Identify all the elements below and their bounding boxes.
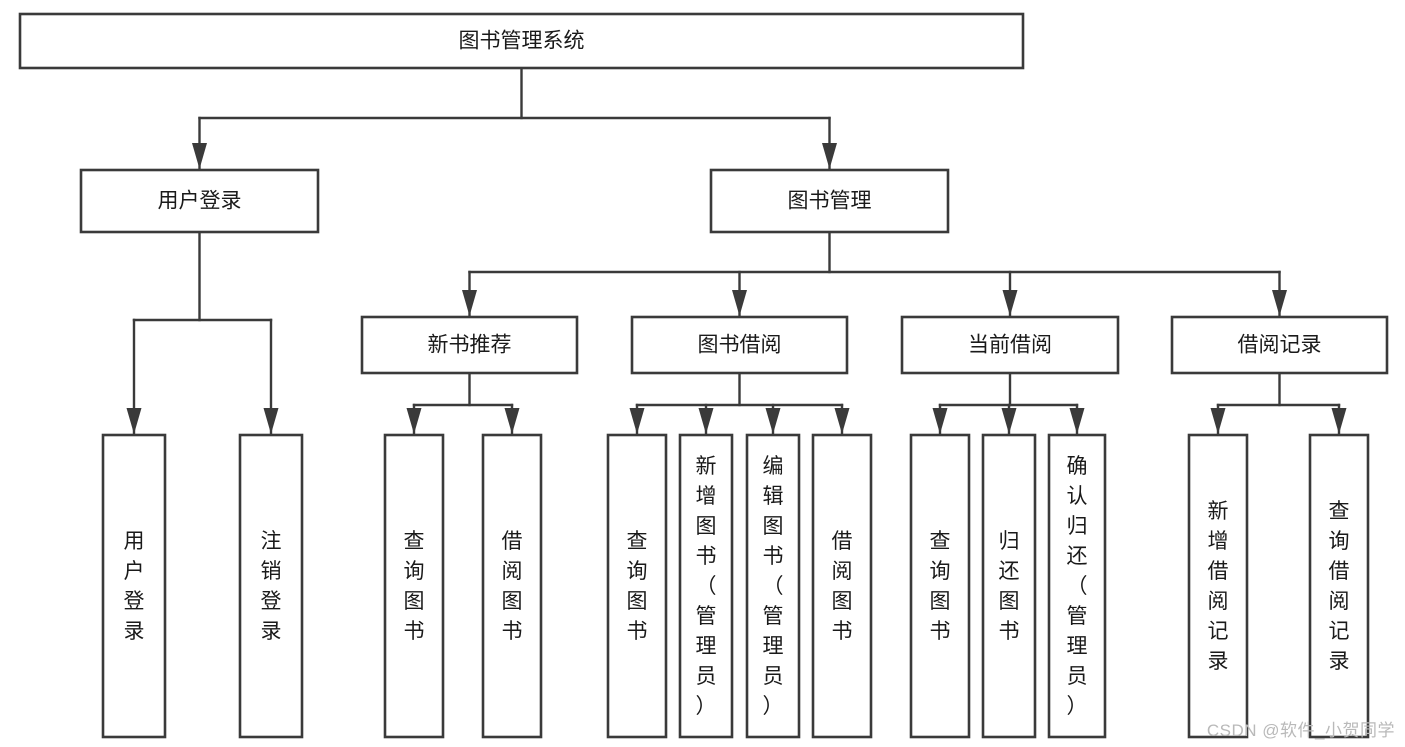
node-label-user-login: 用户登录 — [158, 190, 242, 213]
node-label-leaf-add-book: 新增图书（管理员） — [696, 455, 717, 718]
node-label-leaf-confirm-return: 确认归还（管理员） — [1067, 455, 1088, 718]
arrow-head-icon — [192, 143, 207, 169]
arrow-head-icon — [932, 408, 948, 434]
node-label-leaf-query-record: 查询借阅记录 — [1329, 500, 1350, 673]
node-leaf-query-record[interactable]: 查询借阅记录 — [1308, 433, 1370, 739]
node-box-leaf-return-book — [981, 433, 1037, 739]
arrow-head-icon — [1272, 290, 1287, 316]
node-label-leaf-user-login: 用户登录 — [124, 530, 145, 643]
node-box-leaf-query-book-3 — [909, 433, 971, 739]
node-label-root: 图书管理系统 — [459, 30, 585, 53]
node-leaf-add-record[interactable]: 新增借阅记录 — [1187, 433, 1249, 739]
node-book-borrow[interactable]: 图书借阅 — [630, 315, 849, 375]
node-label-book-manage: 图书管理 — [788, 190, 872, 213]
node-label-leaf-return-book: 归还图书 — [999, 530, 1020, 643]
node-label-leaf-logout: 注销登录 — [261, 530, 282, 643]
node-leaf-logout[interactable]: 注销登录 — [238, 433, 304, 739]
arrow-head-icon — [822, 143, 837, 169]
node-box-user-login — [79, 168, 320, 234]
node-box-leaf-logout — [238, 433, 304, 739]
node-new-book-recommend[interactable]: 新书推荐 — [360, 315, 579, 375]
node-borrow-record[interactable]: 借阅记录 — [1170, 315, 1389, 375]
node-box-leaf-confirm-return — [1047, 433, 1107, 739]
node-box-leaf-add-record — [1187, 433, 1249, 739]
arrow-head-icon — [126, 408, 142, 434]
node-box-leaf-user-login — [101, 433, 167, 739]
node-book-manage[interactable]: 图书管理 — [709, 168, 950, 234]
arrow-head-icon — [406, 408, 422, 434]
node-box-new-book-recommend — [360, 315, 579, 375]
node-leaf-user-login[interactable]: 用户登录 — [101, 433, 167, 739]
node-current-borrow[interactable]: 当前借阅 — [900, 315, 1120, 375]
node-label-leaf-add-record: 新增借阅记录 — [1208, 500, 1229, 673]
node-box-root — [18, 12, 1025, 70]
node-label-book-borrow: 图书借阅 — [698, 334, 782, 357]
node-box-leaf-edit-book — [745, 433, 801, 739]
arrow-head-icon — [462, 290, 477, 316]
node-label-leaf-query-book-1: 查询图书 — [404, 530, 425, 643]
node-box-leaf-borrow-book-2 — [811, 433, 873, 739]
arrow-head-icon — [834, 408, 850, 434]
node-box-leaf-add-book — [678, 433, 734, 739]
node-label-leaf-borrow-book-1: 借阅图书 — [502, 530, 523, 643]
node-box-leaf-query-record — [1308, 433, 1370, 739]
node-box-book-manage — [709, 168, 950, 234]
arrow-head-icon — [732, 290, 747, 316]
arrow-head-icon — [1069, 408, 1085, 434]
node-leaf-confirm-return[interactable]: 确认归还（管理员） — [1047, 433, 1107, 739]
arrow-head-icon — [1001, 408, 1017, 434]
node-user-login[interactable]: 用户登录 — [79, 168, 320, 234]
node-leaf-query-book-1[interactable]: 查询图书 — [383, 433, 445, 739]
arrow-head-icon — [1331, 408, 1347, 434]
node-leaf-edit-book[interactable]: 编辑图书（管理员） — [745, 433, 801, 739]
arrow-head-icon — [1210, 408, 1226, 434]
arrow-head-icon — [698, 408, 714, 434]
arrow-head-icon — [629, 408, 645, 434]
node-label-new-book-recommend: 新书推荐 — [428, 334, 512, 357]
connectors-layer — [126, 66, 1347, 435]
node-box-leaf-borrow-book-1 — [481, 433, 543, 739]
node-box-book-borrow — [630, 315, 849, 375]
arrow-head-icon — [504, 408, 520, 434]
node-label-leaf-borrow-book-2: 借阅图书 — [832, 530, 853, 643]
node-leaf-return-book[interactable]: 归还图书 — [981, 433, 1037, 739]
node-label-leaf-edit-book: 编辑图书（管理员） — [763, 455, 784, 718]
node-box-leaf-query-book-2 — [606, 433, 668, 739]
node-box-borrow-record — [1170, 315, 1389, 375]
node-box-leaf-query-book-1 — [383, 433, 445, 739]
node-label-borrow-record: 借阅记录 — [1238, 334, 1322, 357]
boxes-layer: 图书管理系统用户登录图书管理新书推荐图书借阅当前借阅借阅记录用户登录注销登录查询… — [18, 12, 1389, 739]
node-label-current-borrow: 当前借阅 — [968, 334, 1052, 357]
node-leaf-query-book-3[interactable]: 查询图书 — [909, 433, 971, 739]
node-leaf-add-book[interactable]: 新增图书（管理员） — [678, 433, 734, 739]
node-leaf-borrow-book-1[interactable]: 借阅图书 — [481, 433, 543, 739]
arrow-head-icon — [765, 408, 781, 434]
arrow-head-icon — [1002, 290, 1018, 316]
node-label-leaf-query-book-2: 查询图书 — [627, 530, 648, 643]
node-leaf-borrow-book-2[interactable]: 借阅图书 — [811, 433, 873, 739]
arrow-head-icon — [263, 408, 279, 434]
node-root[interactable]: 图书管理系统 — [18, 12, 1025, 70]
node-box-current-borrow — [900, 315, 1120, 375]
node-leaf-query-book-2[interactable]: 查询图书 — [606, 433, 668, 739]
node-label-leaf-query-book-3: 查询图书 — [930, 530, 951, 643]
